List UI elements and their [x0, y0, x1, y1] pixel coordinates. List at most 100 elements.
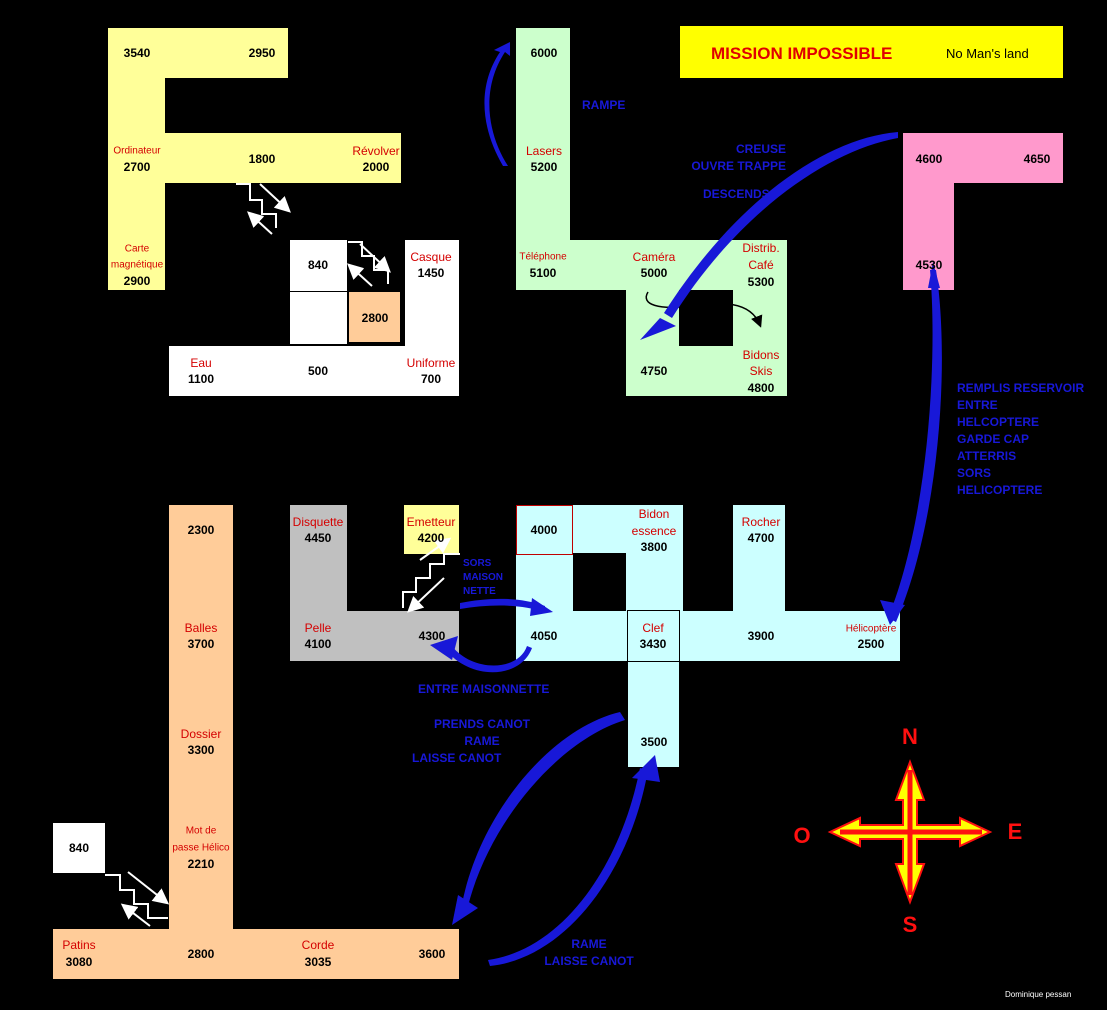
room-label: Ordinateur [113, 145, 161, 157]
room-label: Bidons [742, 348, 780, 362]
room-clef-border [627, 610, 680, 662]
room-number: 3300 [187, 743, 215, 757]
cyan-zone [628, 661, 679, 767]
room-label: Balles [184, 621, 218, 635]
room-number: 3035 [304, 955, 332, 969]
white-divider [290, 291, 347, 292]
room-label: Bidon [638, 507, 670, 521]
room-number: 2300 [187, 523, 215, 537]
compass-west: O [793, 823, 811, 848]
room-label: Caméra [632, 250, 676, 264]
cyan-zone [516, 611, 900, 661]
room-number: 3900 [747, 629, 775, 643]
compass-east: E [1007, 819, 1023, 844]
room-number: 4600 [915, 152, 943, 166]
compass-south: S [902, 912, 918, 937]
action-text: RAMPE [582, 98, 626, 112]
room-2800 [347, 290, 402, 344]
room-label: Disquette [292, 515, 344, 529]
green-zone [679, 346, 733, 396]
white-zone [169, 346, 459, 396]
cyan-zone [733, 505, 785, 611]
room-number: 3540 [123, 46, 151, 60]
room-number: 4100 [304, 637, 332, 651]
room-number: 3430 [639, 637, 667, 651]
room-label: Téléphone [519, 251, 567, 263]
room-label: passe Hélico [172, 842, 230, 854]
room-label: Rocher [741, 515, 781, 529]
rampe-arrow-icon [484, 42, 510, 166]
green-zone [516, 28, 570, 240]
room-number: 1450 [417, 266, 445, 280]
room-number: 6000 [530, 46, 558, 60]
helico-arrow-icon [888, 270, 942, 622]
room-number: 2900 [123, 274, 151, 288]
room-label: Carte [124, 243, 150, 255]
room-number: 3080 [65, 955, 93, 969]
room-number: 840 [307, 258, 329, 272]
room-number: 3500 [640, 735, 668, 749]
sors-arrow-icon [460, 598, 545, 612]
room-number: 4650 [1023, 152, 1051, 166]
room-number: 2500 [857, 637, 885, 651]
rame-arrow-icon [488, 768, 648, 966]
stairs-icon [402, 537, 460, 613]
room-label: Uniforme [406, 356, 456, 370]
room-label: Casque [410, 250, 452, 264]
room-label: Café [748, 258, 774, 272]
blue-arrows [430, 42, 942, 966]
room-label: Mot de [185, 825, 217, 837]
room-number: 3800 [640, 540, 668, 554]
room-number: 4700 [747, 531, 775, 545]
room-4000-border [516, 505, 573, 555]
white-zone [405, 240, 459, 346]
room-label: Emetteur [406, 515, 456, 529]
room-number: 2700 [123, 160, 151, 174]
room-number: 4000 [530, 523, 558, 537]
stairs-icon [105, 871, 170, 927]
room-label: magnétique [110, 259, 164, 271]
compass-icon [827, 759, 993, 905]
cyan-zone [516, 505, 573, 611]
page-subtitle: No Man's land [946, 46, 1029, 61]
orange-zone [53, 929, 459, 979]
room-number: 4450 [304, 531, 332, 545]
room-label: Lasers [525, 144, 563, 158]
room-label: Corde [301, 938, 335, 952]
title-banner [680, 26, 1063, 78]
room-number: 4530 [915, 258, 943, 272]
black-arrow-icon [645, 291, 763, 328]
room-number: 5000 [640, 266, 668, 280]
stairs-icon [236, 183, 291, 235]
room-number: 2210 [187, 857, 215, 871]
room-number: 3600 [418, 947, 446, 961]
room-number: 840 [68, 841, 90, 855]
room-840-b [53, 823, 105, 873]
cyan-zone [626, 553, 683, 611]
grey-zone [290, 505, 347, 611]
white-zone [290, 240, 347, 344]
room-number: 1100 [187, 372, 215, 386]
room-number: 700 [420, 372, 442, 386]
yellow-zone [108, 28, 288, 78]
orange-zone [169, 505, 233, 929]
room-label: Hélicoptère [845, 623, 897, 635]
room-number: 4050 [530, 629, 558, 643]
action-text: DESCENDS [703, 187, 770, 201]
room-label: Dossier [180, 727, 222, 741]
yellow-zone [108, 78, 165, 290]
room-label: Skis [749, 364, 773, 378]
green-zone [516, 240, 787, 290]
room-number: 4800 [747, 381, 775, 395]
stairs-icon [347, 241, 391, 287]
room-number: 3700 [187, 637, 215, 651]
compass-north: N [902, 724, 918, 749]
cyan-zone [573, 505, 683, 553]
